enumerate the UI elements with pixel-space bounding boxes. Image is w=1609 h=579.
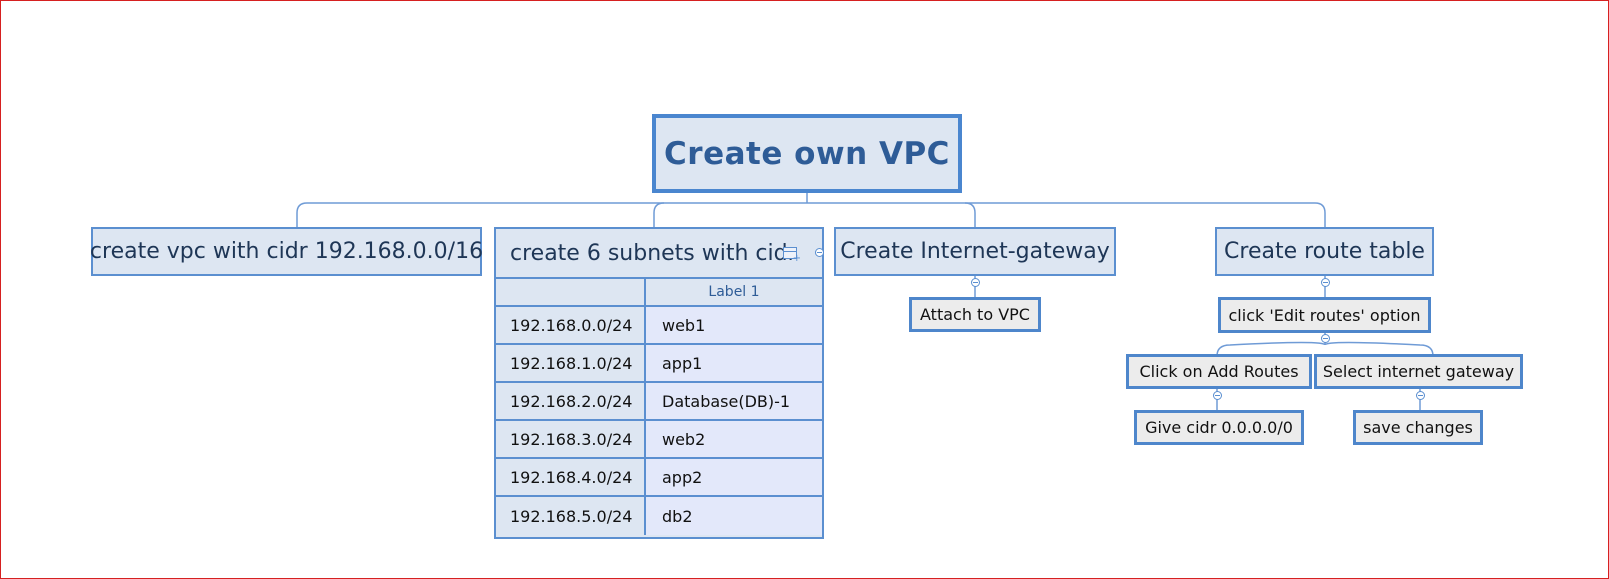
route-table-topic[interactable]: Create route table xyxy=(1215,227,1434,276)
subnets-topic-label: create 6 subnets with cidr xyxy=(496,229,822,279)
add-table-icon[interactable] xyxy=(783,247,801,264)
subnet-cidr-cell: 192.168.2.0/24 xyxy=(496,383,646,419)
give-cidr-label: Give cidr 0.0.0.0/0 xyxy=(1145,418,1293,437)
collapse-icon[interactable] xyxy=(1213,391,1222,400)
table-row[interactable]: 192.168.0.0/24 web1 xyxy=(496,307,822,345)
igw-topic-label: Create Internet-gateway xyxy=(840,239,1110,264)
root-topic-label: Create own VPC xyxy=(664,135,950,172)
save-changes-label: save changes xyxy=(1363,418,1473,437)
collapse-icon[interactable] xyxy=(1321,278,1330,287)
subnet-cidr-cell: 192.168.4.0/24 xyxy=(496,459,646,495)
collapse-icon[interactable] xyxy=(1321,334,1330,343)
subnet-name-cell: Database(DB)-1 xyxy=(646,383,822,419)
table-header-row: Label 1 xyxy=(496,279,822,307)
select-igw-label: Select internet gateway xyxy=(1322,362,1515,381)
edit-routes-topic[interactable]: click 'Edit routes' option xyxy=(1218,297,1431,333)
root-topic[interactable]: Create own VPC xyxy=(652,114,962,193)
collapse-icon[interactable] xyxy=(971,278,980,287)
subnet-name-cell: web1 xyxy=(646,307,822,343)
table-row[interactable]: 192.168.1.0/24 app1 xyxy=(496,345,822,383)
subnets-table: Label 1 192.168.0.0/24 web1 192.168.1.0/… xyxy=(496,279,822,535)
subnet-cidr-cell: 192.168.5.0/24 xyxy=(496,497,646,535)
table-row[interactable]: 192.168.5.0/24 db2 xyxy=(496,497,822,535)
subnet-cidr-cell: 192.168.1.0/24 xyxy=(496,345,646,381)
table-header-cell xyxy=(496,279,646,305)
add-routes-topic[interactable]: Click on Add Routes xyxy=(1126,354,1312,389)
vpc-topic-label: create vpc with cidr 192.168.0.0/16 xyxy=(89,239,484,264)
collapse-icon[interactable] xyxy=(815,248,824,257)
subnet-name-cell: app2 xyxy=(646,459,822,495)
subnet-cidr-cell: 192.168.3.0/24 xyxy=(496,421,646,457)
subnets-topic[interactable]: create 6 subnets with cidr Label 1 192.1… xyxy=(494,227,824,539)
give-cidr-topic[interactable]: Give cidr 0.0.0.0/0 xyxy=(1134,410,1304,445)
attach-vpc-label: Attach to VPC xyxy=(920,305,1030,324)
save-changes-topic[interactable]: save changes xyxy=(1353,410,1483,445)
attach-vpc-topic[interactable]: Attach to VPC xyxy=(909,297,1041,332)
edit-routes-label: click 'Edit routes' option xyxy=(1228,305,1421,325)
route-table-label: Create route table xyxy=(1224,239,1425,264)
subnet-name-cell: app1 xyxy=(646,345,822,381)
subnet-name-cell: db2 xyxy=(646,497,822,535)
table-column-header: Label 1 xyxy=(646,279,822,305)
igw-topic[interactable]: Create Internet-gateway xyxy=(834,227,1116,276)
select-igw-topic[interactable]: Select internet gateway xyxy=(1314,354,1523,389)
subnet-name-cell: web2 xyxy=(646,421,822,457)
add-routes-label: Click on Add Routes xyxy=(1139,362,1299,381)
table-row[interactable]: 192.168.2.0/24 Database(DB)-1 xyxy=(496,383,822,421)
table-row[interactable]: 192.168.3.0/24 web2 xyxy=(496,421,822,459)
table-row[interactable]: 192.168.4.0/24 app2 xyxy=(496,459,822,497)
collapse-icon[interactable] xyxy=(1416,391,1425,400)
subnet-cidr-cell: 192.168.0.0/24 xyxy=(496,307,646,343)
vpc-topic[interactable]: create vpc with cidr 192.168.0.0/16 xyxy=(89,227,484,276)
